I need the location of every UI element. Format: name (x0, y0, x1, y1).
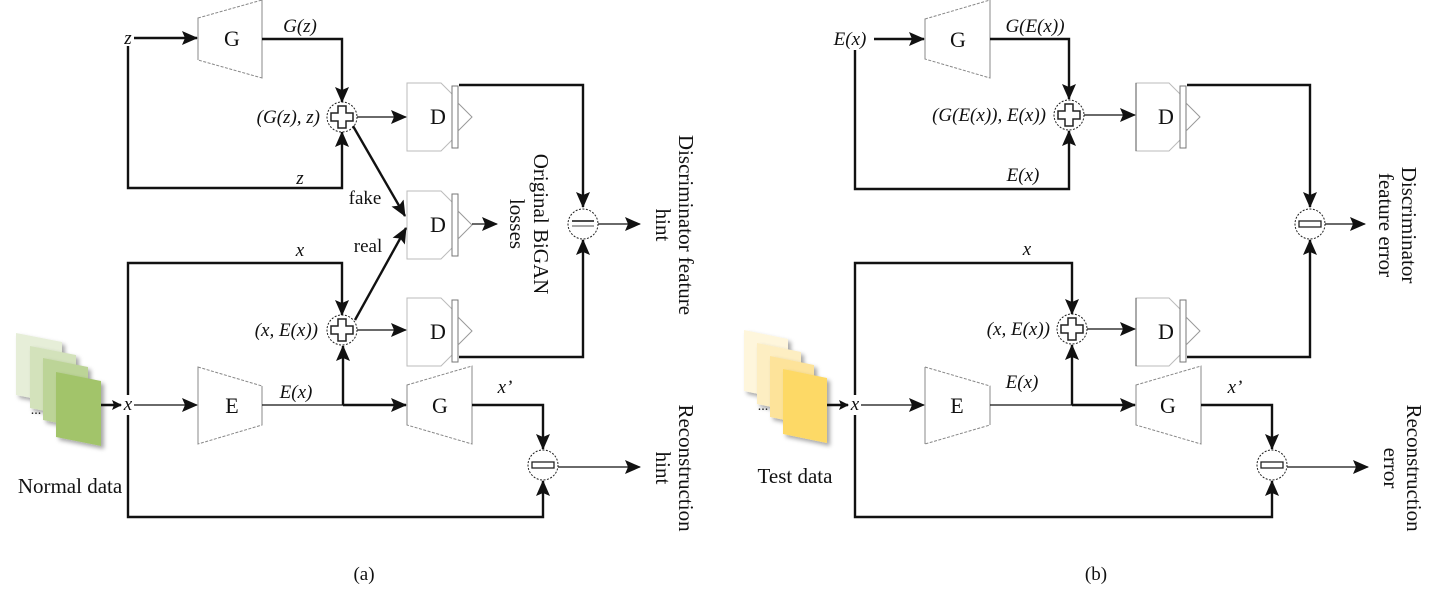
svg-text:error: error (1379, 448, 1403, 489)
svg-text:Discriminator: Discriminator (1397, 167, 1421, 284)
panel-a: G z G(z) z (G(z), z) D D fake real (16, 0, 698, 585)
x-input-label: x (123, 394, 133, 415)
svg-text:Reconstruction: Reconstruction (674, 404, 698, 532)
arrow-x-to-concat (853, 261, 1079, 395)
generator-label: G (1160, 393, 1176, 418)
pair-real-label: (x, E(x)) (987, 319, 1050, 340)
x-input-label: x (850, 394, 860, 415)
discriminator-feature-hint-label: Discriminator feature hint (651, 135, 698, 315)
ex-loop-label: E(x) (1006, 165, 1040, 186)
reconstruction-hint-label: Reconstruction hint (651, 404, 698, 532)
discriminator-label: D (430, 212, 446, 237)
generator-label: G (950, 27, 966, 52)
discriminator-block-middle-a: D (406, 190, 473, 260)
generator-label: G (224, 26, 240, 51)
discriminator-feature-error-label: Discriminator feature error (1374, 167, 1421, 284)
arrow-d-top-feature (459, 83, 590, 208)
x-top-label: x (1022, 239, 1032, 260)
subtract-icon-recon-a (527, 449, 559, 481)
test-data-label: Test data (758, 464, 834, 488)
data-sheet (56, 372, 101, 446)
svg-text:losses: losses (505, 199, 529, 249)
arrow-z-loop (126, 46, 349, 190)
generator-block-bottom-b: G (1135, 365, 1202, 445)
arrow-d-bottom-feature (459, 239, 590, 359)
subtract-icon-feature-a (567, 208, 599, 240)
arrow-d-top-feature (1187, 83, 1317, 208)
x-prime-label: x’ (497, 377, 513, 398)
bigan-losses-label: Original BiGAN losses (505, 154, 553, 295)
pair-real-label: (x, E(x)) (255, 320, 318, 341)
svg-text:feature error: feature error (1374, 173, 1398, 277)
x-prime-label: x’ (1227, 377, 1243, 398)
normal-data-label: Normal data (18, 474, 123, 498)
encoder-block-b: E (924, 366, 991, 445)
real-label: real (354, 236, 382, 257)
arrow-x-loop-bottom (126, 415, 550, 519)
encoder-block-a: E (197, 366, 263, 445)
arrow-x-loop-bottom (853, 415, 1279, 519)
svg-text:Original BiGAN: Original BiGAN (529, 154, 553, 295)
caption-b: (b) (1085, 564, 1107, 585)
concat-icon-real (326, 314, 358, 346)
subtract-icon-feature-b (1294, 208, 1326, 240)
svg-text:Discriminator feature: Discriminator feature (674, 135, 698, 315)
arrow-ex-loop (853, 50, 1076, 191)
z-input-label: z (123, 28, 132, 49)
e-output-label: E(x) (1005, 372, 1039, 393)
arrow-d-bottom-feature (1187, 239, 1317, 359)
svg-text:Reconstruction: Reconstruction (1402, 404, 1426, 532)
pair-fake-label: (G(z), z) (257, 107, 320, 128)
fake-label: fake (349, 188, 382, 209)
x-top-label: x (295, 240, 305, 261)
arrow-real-to-d (353, 227, 408, 321)
arrow-gz-to-concat (262, 37, 349, 103)
discriminator-block-bottom-a: D (406, 297, 473, 367)
g-output-label: G(z) (283, 16, 317, 37)
g-output-label: G(E(x)) (1005, 16, 1064, 37)
e-output-label: E(x) (279, 382, 313, 403)
generator-block-bottom-a: G (406, 365, 473, 445)
subtract-icon-recon-b (1256, 449, 1288, 481)
normal-data-stack-icon: ... (16, 333, 101, 446)
discriminator-block-top-a: D (406, 82, 473, 152)
encoder-label: E (950, 393, 963, 418)
arrow-gex-to-concat (990, 37, 1076, 100)
z-loop-label: z (295, 168, 304, 189)
svg-text:hint: hint (651, 452, 675, 485)
discriminator-label: D (430, 319, 446, 344)
data-sheet (783, 369, 827, 443)
svg-text:hint: hint (651, 209, 675, 242)
generator-block-top-b: G (924, 0, 991, 79)
ex-input-label: E(x) (833, 29, 867, 50)
arrow-xprime-to-diff (472, 403, 550, 450)
arrow-x-to-concat (126, 261, 349, 395)
discriminator-block-bottom-b: D (1135, 297, 1201, 367)
arrow-fake-to-d (351, 125, 407, 217)
arrow-xprime-to-diff (1201, 403, 1279, 450)
ellipsis-label: ... (31, 403, 42, 418)
generator-label: G (432, 393, 448, 418)
ellipsis-label: ... (758, 399, 769, 414)
discriminator-label: D (430, 104, 446, 129)
generator-block-top-a: G (197, 0, 263, 79)
discriminator-label: D (1158, 319, 1174, 344)
encoder-label: E (225, 393, 238, 418)
pair-fake-label: (G(E(x)), E(x)) (932, 105, 1046, 126)
caption-a: (a) (353, 564, 374, 585)
discriminator-block-top-b: D (1135, 82, 1201, 152)
test-data-stack-icon: ... (744, 330, 827, 443)
reconstruction-error-label: Reconstruction error (1379, 404, 1426, 532)
concat-icon-real-b (1056, 313, 1088, 345)
discriminator-label: D (1158, 104, 1174, 129)
panel-b: E(x) G G(E(x)) E(x) (G(E(x)), E(x)) D Di… (744, 0, 1426, 585)
concat-icon-fake-b (1053, 99, 1085, 131)
